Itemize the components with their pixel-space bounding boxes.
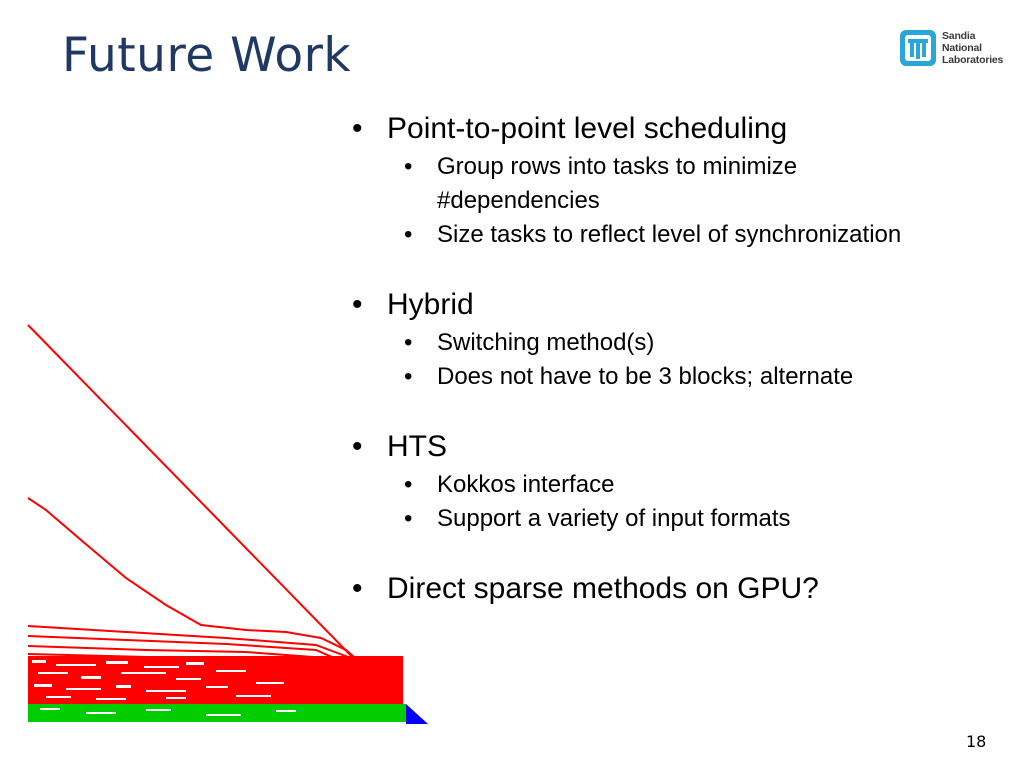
- sub-bullet-dot: •: [404, 505, 413, 532]
- sub-bullet-item: • Switching method(s): [404, 326, 947, 360]
- sub-bullet-item: • Does not have to be 3 blocks; alternat…: [404, 360, 1024, 394]
- sub-bullet-item: • Support a variety of input formats: [404, 502, 1024, 536]
- logo-line-1: Sandia: [942, 30, 976, 42]
- bullet-text: Hybrid: [387, 288, 474, 321]
- bullet-group-3: • HTS • Kokkos interface • Support a var…: [352, 426, 1012, 536]
- logo-text: Sandia National Laboratories: [942, 30, 1003, 66]
- sub-bullet-dot: •: [404, 153, 413, 180]
- bullet-text: Point-to-point level scheduling: [387, 112, 788, 145]
- sub-bullet-item: • Group rows into tasks to minimize #dep…: [404, 150, 947, 218]
- sub-bullet-dot: •: [404, 329, 413, 356]
- sub-bullet-text: Size tasks to reflect level of synchroni…: [437, 221, 902, 248]
- sparse-matrix-figure: [27, 324, 428, 724]
- sub-bullet-text: Does not have to be 3 blocks; alternate: [437, 363, 854, 390]
- bullet-list: • Point-to-point level scheduling • Grou…: [352, 108, 1012, 642]
- sub-bullet-text: Switching method(s): [437, 329, 655, 356]
- sub-bullet-text: Group rows into tasks to minimize #depen…: [437, 153, 798, 214]
- blue-block: [406, 704, 428, 724]
- sub-bullet-dot: •: [404, 471, 413, 498]
- bullet-item: • Hybrid: [352, 284, 1012, 326]
- sub-bullet-text: Support a variety of input formats: [437, 505, 791, 532]
- sub-bullet-item: • Kokkos interface: [404, 468, 947, 502]
- bullet-item: • Point-to-point level scheduling: [352, 108, 1012, 150]
- level-line: [27, 497, 407, 713]
- sub-bullet-dot: •: [404, 363, 413, 390]
- white-gaps: [32, 660, 284, 700]
- slide-title: Future Work: [62, 28, 352, 83]
- sub-bullet-item: • Size tasks to reflect level of synchro…: [404, 218, 1024, 252]
- green-block: [28, 704, 408, 722]
- bullet-text: Direct sparse methods on GPU?: [387, 572, 819, 605]
- sub-bullet-dot: •: [404, 221, 413, 248]
- page-number: 18: [966, 732, 987, 751]
- bullet-item: • Direct sparse methods on GPU?: [352, 568, 1012, 610]
- bullet-item: • HTS: [352, 426, 1012, 468]
- bullet-dot: •: [352, 112, 363, 145]
- bullet-dot: •: [352, 430, 363, 463]
- bullet-text: HTS: [387, 430, 447, 463]
- sandia-thunderbird-icon: [900, 30, 936, 66]
- bullet-dot: •: [352, 572, 363, 605]
- sandia-logo: Sandia National Laboratories: [898, 28, 1003, 72]
- logo-line-3: Laboratories: [942, 54, 1004, 66]
- bullet-group-2: • Hybrid • Switching method(s) • Does no…: [352, 284, 1012, 394]
- bullet-dot: •: [352, 288, 363, 321]
- red-level-lines: [27, 324, 407, 713]
- bullet-group-1: • Point-to-point level scheduling • Grou…: [352, 108, 1012, 252]
- bullet-group-4: • Direct sparse methods on GPU?: [352, 568, 1012, 610]
- logo-line-2: National: [942, 42, 982, 54]
- sub-bullet-text: Kokkos interface: [437, 471, 615, 498]
